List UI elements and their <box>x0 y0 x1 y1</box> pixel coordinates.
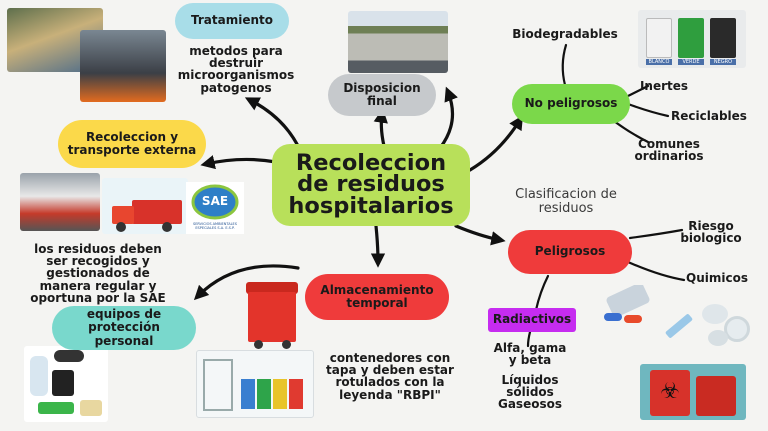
almacenamiento-label: Almacenamiento temporal <box>320 282 434 310</box>
bin-label-white: BLANCO <box>646 59 672 65</box>
no-peligrosos-node[interactable]: No peligrosos <box>512 84 630 124</box>
clasificacion-label: Clasificacion de residuos <box>515 187 617 216</box>
comunes-ordinarios-label: Comunes ordinarios <box>634 137 704 164</box>
epp-node[interactable]: equipos de protección personal <box>52 306 196 350</box>
arrow-to-disposicion <box>373 108 388 148</box>
disposicion-label: Disposicion final <box>343 80 421 108</box>
tratamiento-node[interactable]: Tratamiento <box>175 3 289 39</box>
recoleccion-description: los residuos deben ser recogidos y gesti… <box>30 242 166 305</box>
radiactivos-description: Alfa, gama y beta <box>493 341 567 368</box>
arrow-to-disposicion-b <box>438 86 458 150</box>
central-topic[interactable]: Recoleccion de residuos hospitalarios <box>272 144 470 226</box>
sae-logo-caption: SERVICIOS AMBIENTALES ESPECIALES S.A. E.… <box>193 222 237 231</box>
central-title: Recoleccion de residuos hospitalarios <box>288 149 454 219</box>
biohazard-bins-photo: ☣ <box>640 364 746 420</box>
radiactivos-node[interactable]: Radiactivos <box>488 308 576 332</box>
bin-label-green: VERDE <box>678 59 704 65</box>
red-truck-illustration <box>102 178 188 234</box>
biohazard-icon: ☣ <box>660 379 680 404</box>
bandages-illustration <box>700 298 754 352</box>
reciclables-label: Reciclables <box>671 109 747 123</box>
syringe-illustration <box>660 308 696 344</box>
arrow-to-tratamiento <box>244 97 302 152</box>
storage-room-illustration <box>196 350 314 418</box>
incinerator-photo <box>80 30 166 102</box>
quimicos-label: Quimicos <box>686 271 748 285</box>
red-container-illustration <box>240 276 304 352</box>
tratamiento-description: metodos para destruir microorganismos pa… <box>177 44 295 95</box>
riesgo-biologico-label: Riesgo biologico <box>680 219 742 246</box>
almacenamiento-node[interactable]: Almacenamiento temporal <box>305 274 449 320</box>
arrow-to-recoleccion <box>200 155 278 170</box>
radiactivos-label: Radiactivos <box>492 312 572 327</box>
arrow-to-peligrosos <box>454 224 506 246</box>
tratamiento-label: Tratamiento <box>191 13 273 28</box>
pills-illustration <box>600 285 656 329</box>
arrow-to-epp <box>193 264 300 301</box>
arrow-to-no-peligrosos <box>468 115 524 172</box>
biodegradables-label: Biodegradables <box>512 27 618 41</box>
collection-truck-photo <box>20 173 100 231</box>
landfill-photo <box>348 11 448 73</box>
recoleccion-node[interactable]: Recoleccion y transporte externa <box>58 120 206 168</box>
sae-logo-name: SAE <box>201 194 229 208</box>
ppe-kit-illustration <box>24 346 108 422</box>
arrow-to-almacenamiento <box>370 224 386 268</box>
estados-label: Líquidos sólidos Gaseosos <box>497 373 562 412</box>
almacenamiento-description: contenedores con tapa y deben estar rotu… <box>326 351 454 402</box>
inertes-label: Inertes <box>639 79 689 93</box>
no-peligrosos-label: No peligrosos <box>524 96 618 111</box>
disposicion-node[interactable]: Disposicion final <box>328 74 436 116</box>
epp-label: equipos de protección personal <box>86 307 162 348</box>
recoleccion-label: Recoleccion y transporte externa <box>67 129 197 157</box>
bin-label-black: NEGRO <box>710 59 736 65</box>
sae-logo: SAE SERVICIOS AMBIENTALES ESPECIALES S.A… <box>186 182 244 234</box>
waste-bins-photo: BLANCO VERDE NEGRO <box>638 10 746 68</box>
sae-globe-icon <box>191 184 239 220</box>
peligrosos-node[interactable]: Peligrosos <box>508 230 632 274</box>
peligrosos-label: Peligrosos <box>534 244 606 259</box>
